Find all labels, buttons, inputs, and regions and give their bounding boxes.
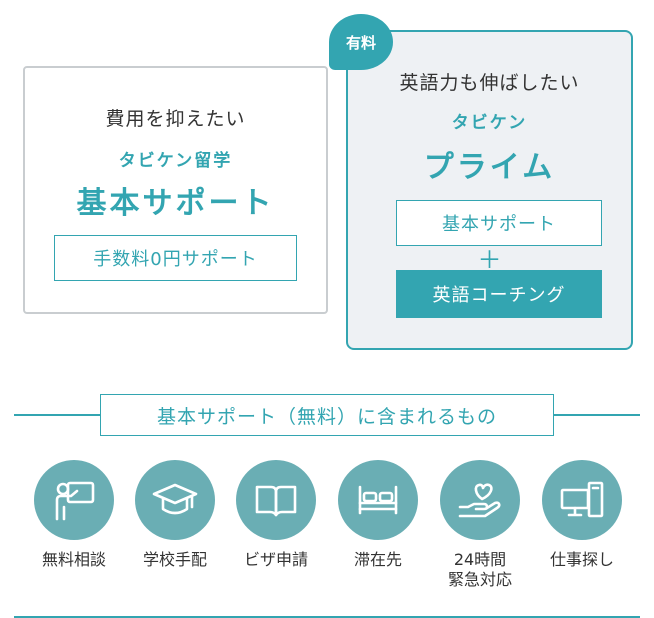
paid-badge: 有料 (329, 14, 393, 70)
feature-item-stay: 滞在先 (328, 460, 428, 570)
prime-basic-box: 基本サポート (396, 200, 602, 246)
prime-plan-card: 英語力も伸ばしたい タビケン プライム 基本サポート ＋ 英語コーチング (346, 30, 633, 350)
feature-label: 学校手配 (142, 550, 207, 569)
passport-book-icon (236, 460, 316, 540)
bottom-divider (14, 616, 640, 618)
heart-hand-icon (440, 460, 520, 540)
prime-coaching-box: 英語コーチング (396, 270, 602, 318)
prime-lead-text: 英語力も伸ばしたい (399, 72, 580, 94)
plus-sign: ＋ (477, 246, 502, 274)
feature-item-job: 仕事探し (532, 460, 632, 570)
prime-plan-title: プライム (423, 150, 556, 185)
feature-label-line2: 緊急対応 (447, 570, 512, 589)
feature-item-consultation: 無料相談 (24, 460, 124, 570)
feature-label: 滞在先 (353, 550, 402, 569)
basic-brand-text: タビケン留学 (118, 151, 233, 171)
section-divider-left (14, 414, 100, 416)
basic-plan-title: 基本サポート (76, 186, 275, 221)
feature-label: 仕事探し (549, 550, 614, 569)
feature-label: ビザ申請 (243, 550, 308, 569)
feature-item-visa: ビザ申請 (226, 460, 326, 570)
graduation-cap-icon (135, 460, 215, 540)
feature-label: 24時間 緊急対応 (430, 550, 530, 590)
prime-brand-text: タビケン (451, 113, 528, 133)
feature-label-line1: 24時間 (453, 550, 507, 569)
basic-plan-card: 費用を抑えたい タビケン留学 基本サポート 手数料0円サポート (23, 66, 328, 314)
section-divider-right (554, 414, 640, 416)
basic-lead-text: 費用を抑えたい (105, 108, 246, 130)
feature-item-school: 学校手配 (125, 460, 225, 570)
feature-label: 無料相談 (41, 550, 106, 569)
bed-icon (338, 460, 418, 540)
basic-fee-box: 手数料0円サポート (54, 235, 297, 281)
feature-item-emergency: 24時間 緊急対応 (430, 460, 530, 590)
section-title: 基本サポート（無料）に含まれるもの (100, 394, 554, 436)
teacher-board-icon (34, 460, 114, 540)
computer-icon (542, 460, 622, 540)
